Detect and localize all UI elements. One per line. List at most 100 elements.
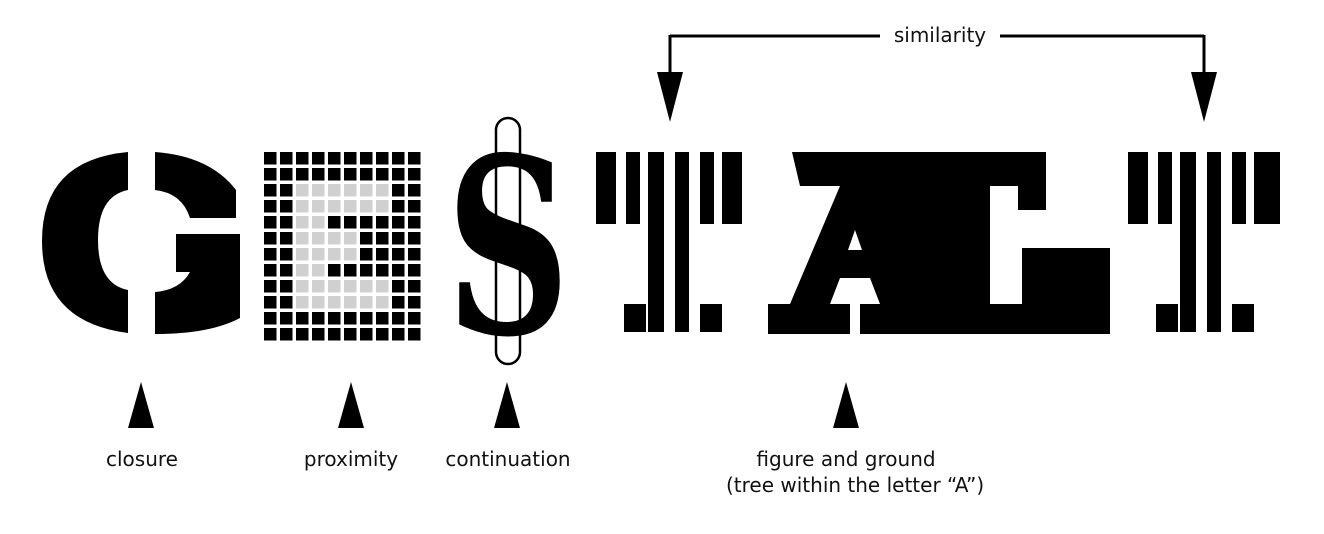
grid-cell-dark [264,184,277,197]
grid-cell-dark [312,152,325,165]
grid-cell-dark [264,200,277,213]
grid-cell-dark [360,216,373,229]
closure-label: closure [106,447,178,471]
grid-cell-light [344,200,357,213]
grid-cell-dark [392,232,405,245]
letter-t-second [1128,152,1280,332]
grid-cell-dark [360,232,373,245]
grid-cell-light [296,280,309,293]
t1-bar-1 [596,152,616,224]
grid-cell-dark [408,184,421,197]
grid-cell-dark [376,232,389,245]
g-top-arc [155,152,236,218]
grid-cell-dark [344,328,357,341]
grid-cell-dark [376,248,389,261]
a-counter [848,230,862,250]
grid-cell-dark [328,328,341,341]
grid-cell-dark [408,280,421,293]
grid-cell-dark [392,296,405,309]
grid-cell-dark [264,168,277,181]
grid-cell-dark [264,152,277,165]
grid-cell-dark [376,168,389,181]
grid-cell-light [312,296,325,309]
grid-cell-dark [280,328,293,341]
grid-cell-dark [360,328,373,341]
grid-cell-dark [264,216,277,229]
grid-cell-dark [328,168,341,181]
grid-cell-dark [264,264,277,277]
grid-cell-light [328,280,341,293]
grid-cell-dark [408,296,421,309]
grid-cell-dark [280,296,293,309]
grid-cell-light [376,280,389,293]
grid-cell-dark [344,168,357,181]
figure-ground-label: figure and ground [756,447,936,471]
grid-cell-light [376,184,389,197]
grid-cell-light [360,280,373,293]
grid-cell-light [344,232,357,245]
t1-stem-2 [675,152,689,332]
t2-bar-3 [1232,152,1246,224]
grid-cell-dark [264,328,277,341]
grid-cell-dark [408,264,421,277]
grid-cell-dark [392,328,405,341]
t1-stem-1 [648,152,664,332]
grid-cell-dark [392,200,405,213]
grid-cell-light [312,248,325,261]
letter-e-proximity [264,152,421,341]
grid-cell-dark [296,328,309,341]
grid-cell-dark [408,312,421,325]
grid-cell-dark [280,264,293,277]
grid-cell-dark [408,152,421,165]
grid-cell-dark [376,152,389,165]
grid-cell-dark [344,216,357,229]
grid-cell-dark [392,216,405,229]
grid-cell-light [296,232,309,245]
grid-cell-dark [328,152,341,165]
grid-cell-dark [392,312,405,325]
similarity-bracket [657,34,1217,122]
letter-s-continuation: S [446,104,570,391]
grid-cell-dark [280,248,293,261]
grid-cell-dark [360,312,373,325]
t2-stem-2 [1207,152,1221,332]
grid-cell-dark [264,296,277,309]
t2-bar-4 [1254,152,1280,224]
grid-cell-dark [392,248,405,261]
grid-cell-dark [408,248,421,261]
grid-cell-dark [280,312,293,325]
t2-stem-1 [1180,152,1196,332]
grid-cell-dark [392,184,405,197]
grid-cell-dark [408,168,421,181]
grid-cell-dark [312,328,325,341]
grid-cell-dark [392,152,405,165]
grid-cell-light [296,200,309,213]
grid-cell-dark [376,264,389,277]
figure-ground-pointer [833,382,859,428]
grid-cell-light [296,296,309,309]
continuation-pointer [494,382,520,428]
grid-cell-light [296,216,309,229]
grid-cell-dark [408,200,421,213]
grid-cell-dark [360,264,373,277]
grid-cell-dark [376,328,389,341]
t1-bar-3 [700,152,714,224]
grid-cell-dark [312,312,325,325]
grid-cell-light [344,248,357,261]
grid-cell-light [312,216,325,229]
grid-cell-light [360,296,373,309]
grid-cell-dark [360,248,373,261]
grid-cell-light [296,264,309,277]
grid-cell-light [344,280,357,293]
grid-cell-dark [376,312,389,325]
grid-cell-light [296,184,309,197]
grid-cell-dark [328,312,341,325]
g-bottom-arc [155,234,240,334]
grid-cell-light [312,280,325,293]
grid-cell-dark [344,264,357,277]
grid-cell-dark [264,248,277,261]
grid-cell-light [360,184,373,197]
grid-cell-dark [360,152,373,165]
grid-cell-dark [296,152,309,165]
